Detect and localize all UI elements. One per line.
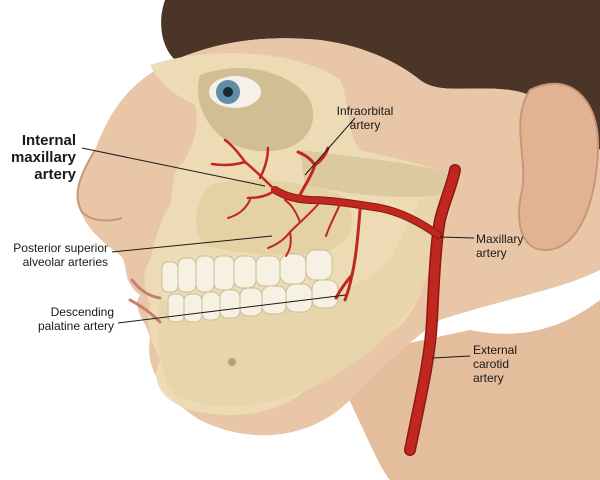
leader-external-carotid bbox=[431, 355, 471, 359]
hair bbox=[161, 0, 600, 150]
label-maxillary-artery: Maxillary artery bbox=[476, 232, 524, 260]
label-infraorbital-artery: Infraorbital artery bbox=[336, 104, 394, 132]
label-posterior-superior-alveolar-arteries: Posterior superior alveolar arteries bbox=[13, 241, 108, 269]
nose bbox=[76, 149, 123, 222]
label-descending-palatine-artery: Descending palatine artery bbox=[37, 305, 114, 333]
mandible bbox=[158, 195, 440, 407]
label-internal-maxillary-artery: Internal maxillary artery bbox=[10, 132, 76, 183]
ear bbox=[518, 82, 600, 252]
upper-teeth bbox=[161, 249, 333, 293]
leader-lines bbox=[81, 117, 475, 359]
posterior-superior-alveolar-arteries bbox=[227, 199, 341, 257]
internal-maxillary-branches bbox=[210, 138, 277, 200]
neck bbox=[330, 300, 600, 480]
arteries bbox=[210, 138, 461, 456]
leader-infraorbital bbox=[304, 117, 356, 176]
label-external-carotid-artery: External carotid artery bbox=[473, 343, 518, 385]
leader-internal-maxillary bbox=[81, 147, 266, 187]
zygomatic-arch bbox=[300, 150, 452, 197]
leader-maxillary bbox=[439, 236, 475, 239]
leader-posterior-superior-alveolar bbox=[111, 235, 273, 253]
pupil bbox=[223, 87, 233, 97]
lips bbox=[128, 278, 162, 324]
leader-descending-palatine bbox=[117, 294, 347, 324]
mental-foramen bbox=[228, 358, 236, 366]
lower-teeth bbox=[167, 279, 339, 323]
